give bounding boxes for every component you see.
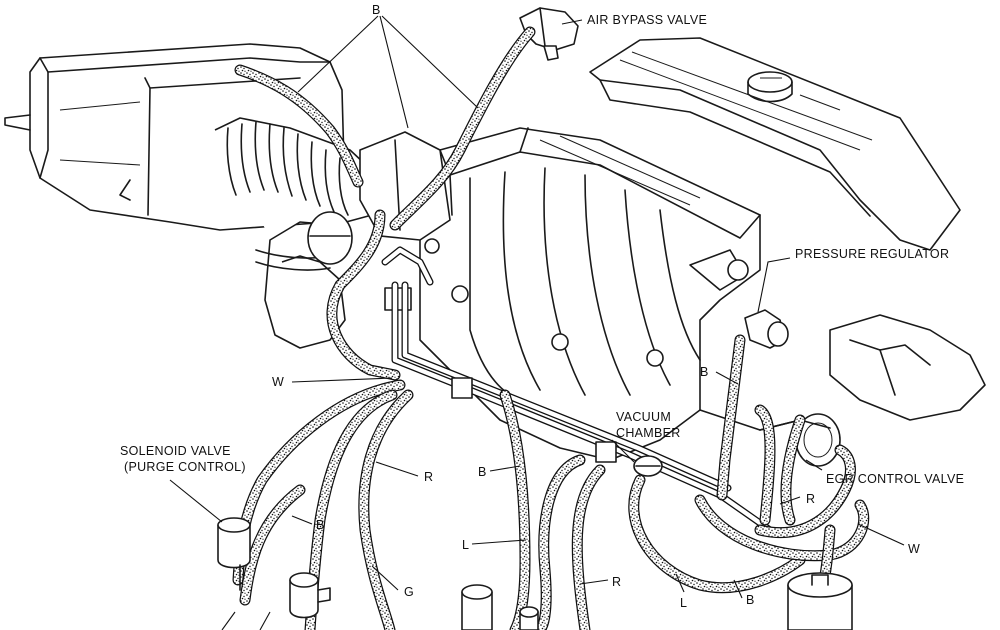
label-vacuum-chamber-1: VACUUM	[616, 410, 671, 424]
hose-code-r-center: R	[612, 575, 621, 589]
hose-code-l-right: L	[680, 596, 687, 610]
hose-code-b-top: B	[372, 3, 381, 17]
egr-area	[759, 314, 986, 467]
intake-duct	[214, 117, 381, 349]
vacuum-pipes	[381, 246, 774, 534]
solenoid-valve-purge-control	[217, 517, 251, 591]
label-pressure-regulator: PRESSURE REGULATOR	[795, 247, 949, 261]
label-vacuum-chamber-2: CHAMBER	[616, 426, 681, 440]
vacuum-chamber	[633, 455, 663, 477]
hose-code-g-bottom: G	[404, 585, 414, 599]
bottom-canister-right	[787, 572, 853, 630]
hoses	[232, 26, 870, 630]
bottom-canister-left	[461, 584, 493, 630]
hose-code-b-pressure: B	[700, 365, 709, 379]
rocker-cover	[589, 37, 961, 251]
labels: AIR BYPASS VALVE PRESSURE REGULATOR VACU…	[120, 3, 964, 610]
hose-code-b-right: B	[746, 593, 755, 607]
hose-code-r-right: R	[806, 492, 815, 506]
label-egr-control-valve: EGR CONTROL VALVE	[826, 472, 964, 486]
lower-solenoid-valve	[289, 572, 331, 619]
hose-code-b-left: B	[316, 518, 325, 532]
hose-code-b-center: B	[478, 465, 487, 479]
hose-code-w-right: W	[908, 542, 920, 556]
hose-code-l-center: L	[462, 538, 469, 552]
hose-code-r-left: R	[424, 470, 433, 484]
label-air-bypass-valve: AIR BYPASS VALVE	[587, 13, 707, 27]
leader-lines	[169, 15, 905, 630]
label-solenoid-valve-1: SOLENOID VALVE	[120, 444, 231, 458]
pressure-regulator	[744, 309, 789, 349]
air-bypass-valve	[519, 7, 579, 61]
label-solenoid-valve-2: (PURGE CONTROL)	[124, 460, 246, 474]
intake-manifold	[419, 127, 801, 461]
bottom-canister-center	[519, 606, 539, 630]
hose-code-w-left: W	[272, 375, 284, 389]
